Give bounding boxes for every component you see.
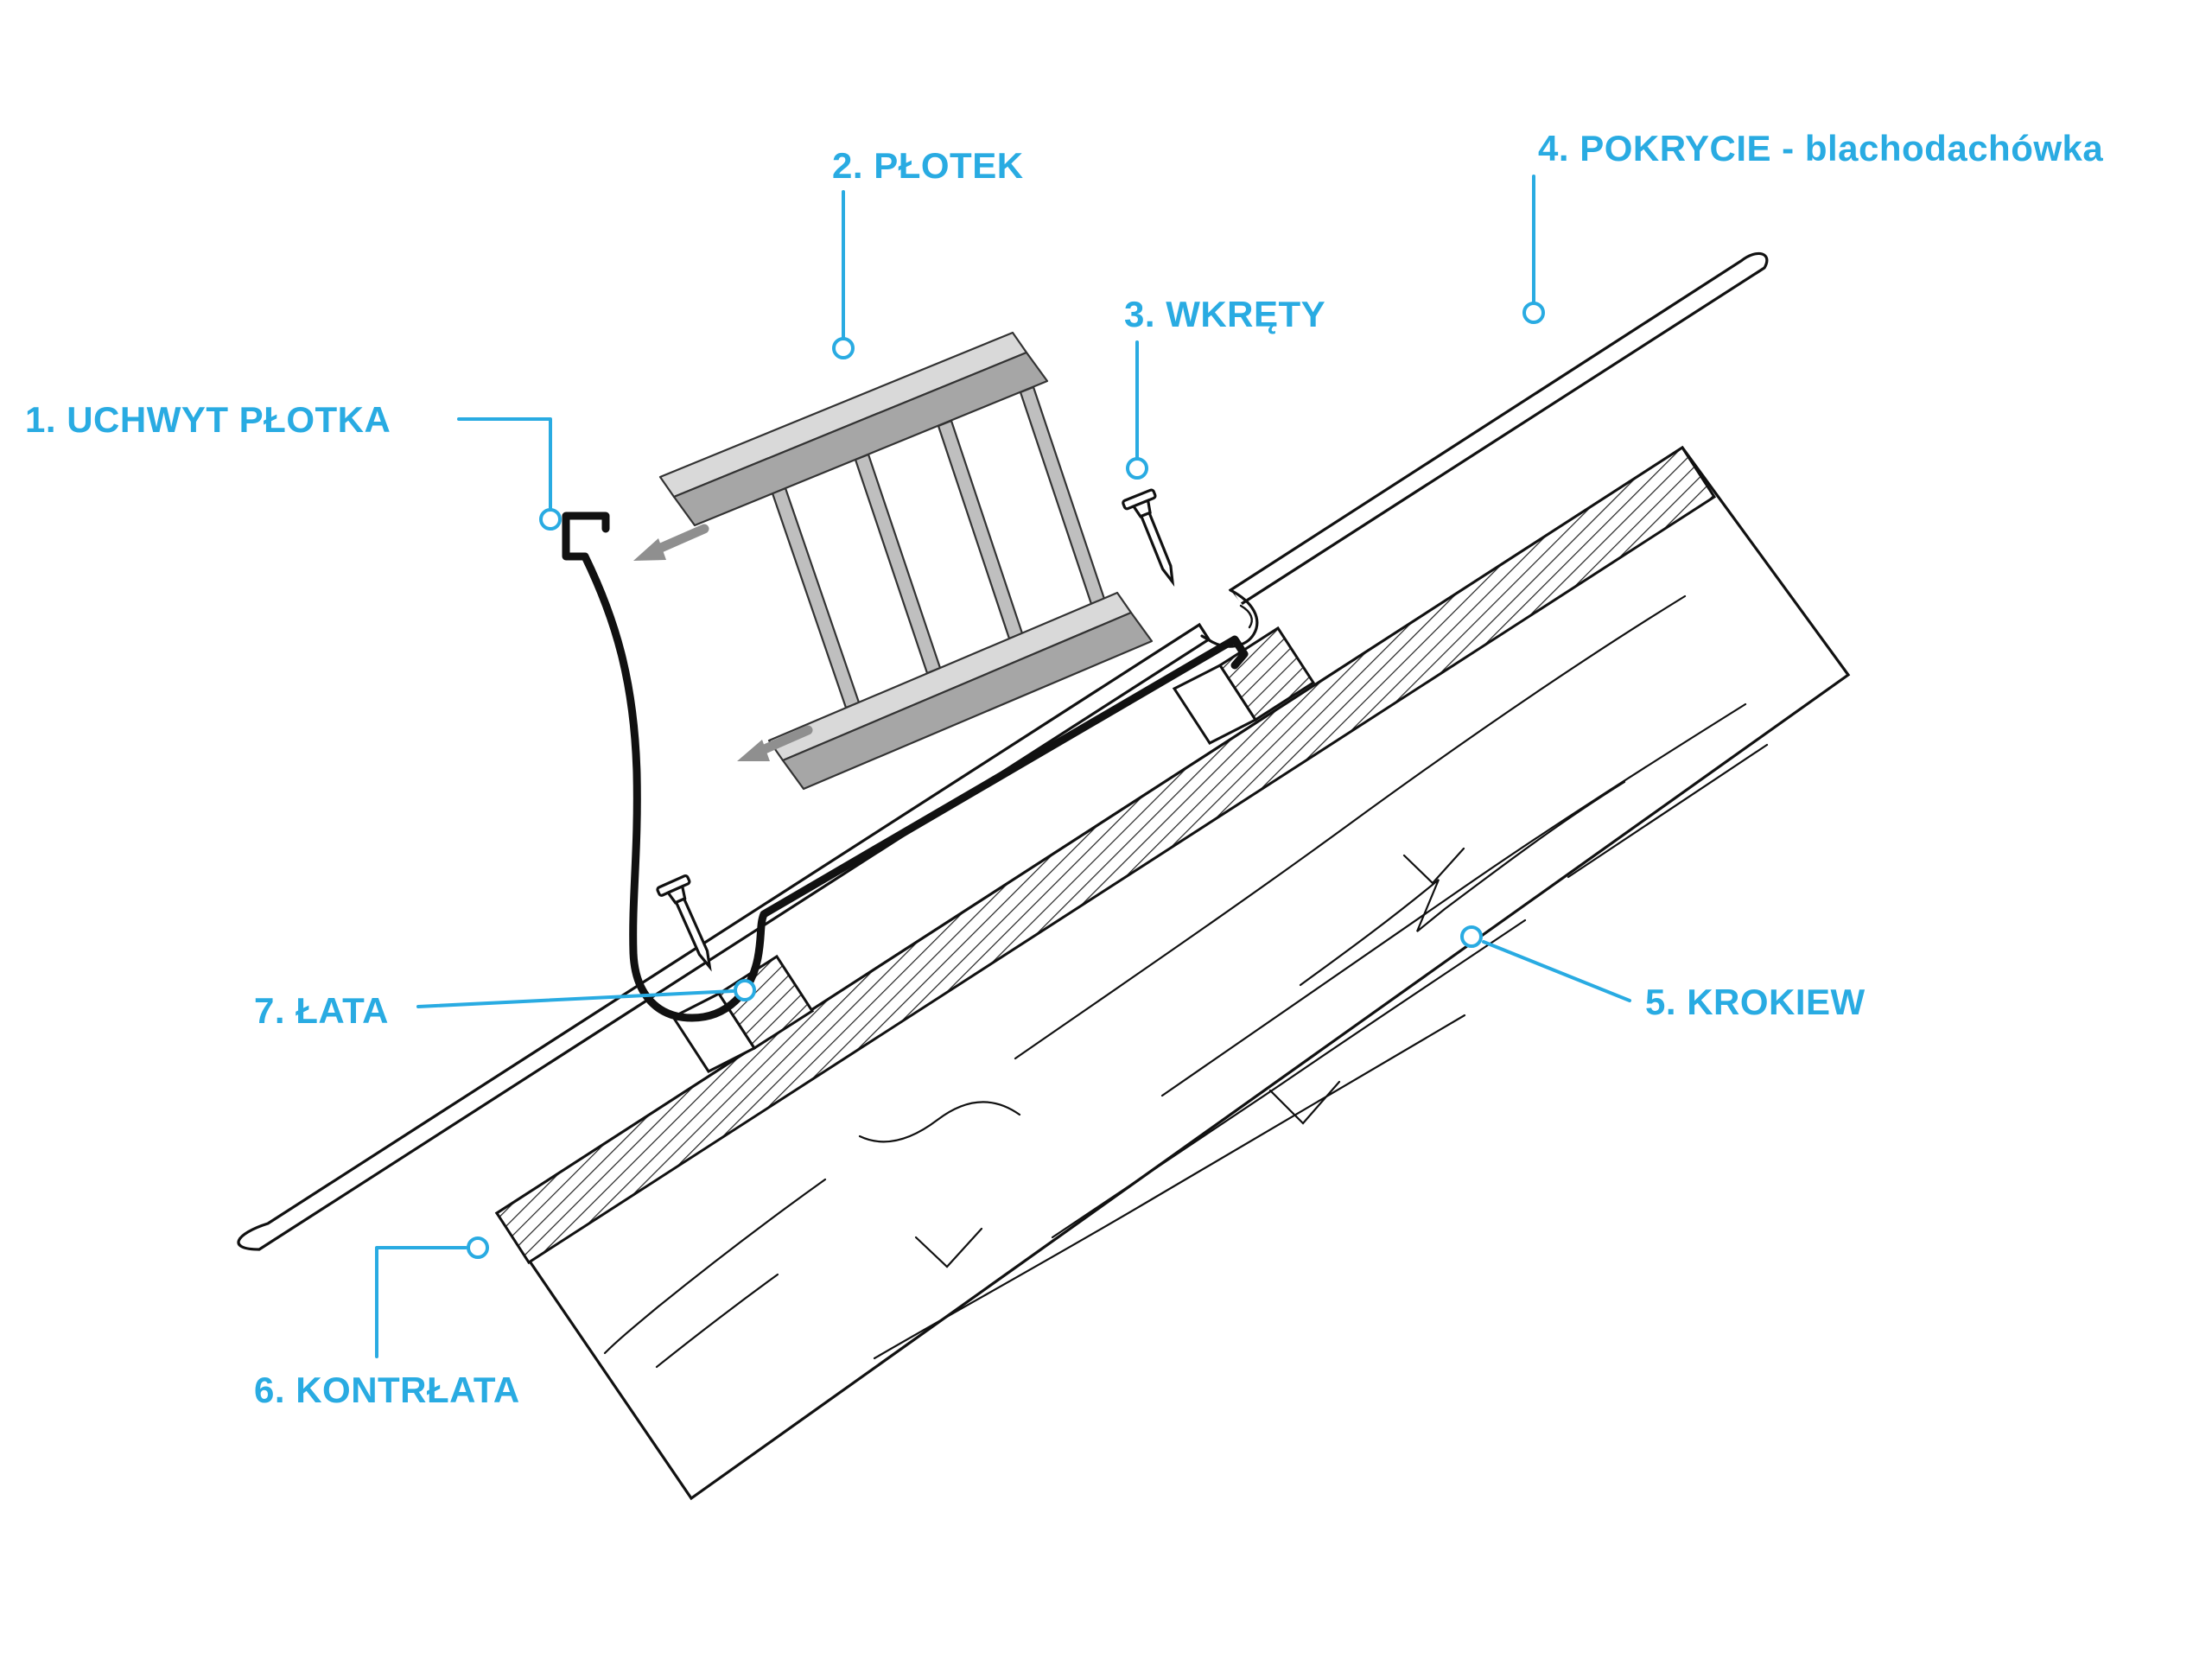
insert-arrow-lower (737, 725, 813, 761)
fence-top-rail-web (672, 351, 1049, 527)
leader-1 (457, 417, 552, 510)
leader-lines (375, 175, 1631, 1358)
leader-5-dot (1460, 925, 1483, 948)
roof-sheet-lower (237, 622, 1211, 1251)
leader-7 (416, 989, 734, 1008)
label-krokiew: 5. KROKIEW (1645, 982, 1866, 1022)
label-lata: 7. ŁATA (254, 990, 389, 1031)
fence-bottom-rail-web (781, 611, 1154, 791)
rafter-face (494, 445, 1851, 1501)
label-wkrety: 3. WKRĘTY (1124, 294, 1325, 334)
snow-fence (658, 331, 1154, 791)
insert-arrows (633, 524, 813, 761)
leader-1-dot (539, 508, 562, 531)
counter-batten-hatch (494, 445, 1717, 1265)
insert-arrow-upper (633, 524, 709, 561)
wood-grain (603, 594, 1769, 1369)
leader-6-dot (467, 1236, 489, 1259)
leader-3-dot (1126, 457, 1148, 480)
labels: 1. UCHWYT PŁOTKA 2. PŁOTEK 3. WKRĘTY 4. … (25, 128, 2103, 1410)
leader-2-dot (832, 337, 855, 359)
label-uchwyt-plotka: 1. UCHWYT PŁOTKA (25, 399, 391, 440)
rafter-board (494, 445, 1851, 1501)
label-kontrlata: 6. KONTRŁATA (254, 1370, 520, 1410)
label-pokrycie: 4. POKRYCIE - blachodachówka (1538, 128, 2103, 168)
leader-6 (375, 1246, 467, 1358)
label-plotek: 2. PŁOTEK (832, 145, 1024, 186)
counter-batten (494, 445, 1717, 1265)
snow-guard-bracket (562, 512, 1249, 1022)
leader-7-dot (734, 979, 756, 1001)
screw-upper (1121, 487, 1190, 590)
roof-sheet-upper (1228, 251, 1769, 607)
leader-4-dot (1522, 302, 1545, 324)
leader-5 (1482, 940, 1631, 1002)
batten-left (671, 954, 815, 1073)
